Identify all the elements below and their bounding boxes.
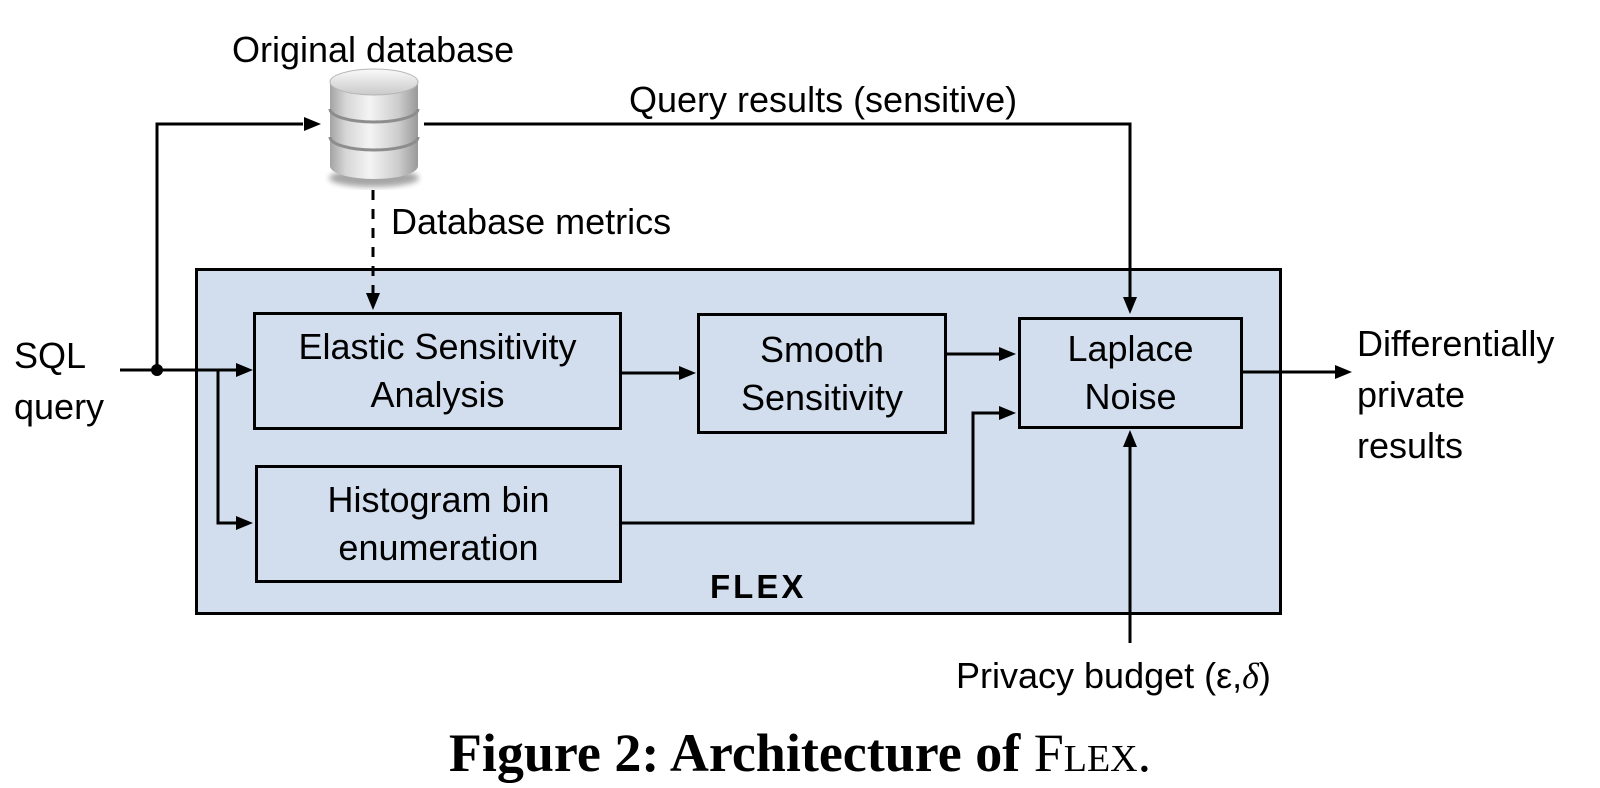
node-elastic-sensitivity-analysis: Elastic Sensitivity Analysis <box>253 312 622 430</box>
privacy-budget-suffix: ) <box>1258 655 1271 696</box>
differentially-private-results-label: Differentially private results <box>1357 323 1555 467</box>
caption-flex-smallcaps: Flex <box>1033 723 1138 783</box>
sql-query-label: SQL query <box>14 335 105 428</box>
database-cylinder-icon-svg <box>328 68 420 187</box>
database-top-ellipse <box>329 68 419 96</box>
sql-junction-dot <box>151 364 163 376</box>
original-database-label: Original database <box>232 29 515 70</box>
query-results-edge-label: Query results (sensitive) <box>629 79 1018 120</box>
database-metrics-edge-label: Database metrics <box>391 201 672 242</box>
privacy-budget-label: Privacy budget (ε,δ) <box>956 650 1271 702</box>
database-seam-2 <box>328 136 420 152</box>
privacy-budget-delta-symbol: δ <box>1242 656 1259 696</box>
figure-caption: Figure 2: Architecture of Flex. <box>0 722 1600 784</box>
caption-period: . <box>1137 723 1152 783</box>
node-smooth-sensitivity: Smooth Sensitivity <box>697 313 947 434</box>
database-seam-1 <box>328 108 420 124</box>
database-cylinder-icon <box>325 64 423 190</box>
database-body <box>330 82 418 179</box>
caption-prefix: Figure 2: Architecture of <box>448 723 1034 783</box>
node-histogram-bin-enumeration: Histogram bin enumeration <box>255 465 622 583</box>
flex-container-label: FLEX <box>710 568 807 605</box>
privacy-budget-prefix: Privacy budget (ε, <box>956 655 1243 696</box>
node-laplace-noise: Laplace Noise <box>1018 317 1243 429</box>
